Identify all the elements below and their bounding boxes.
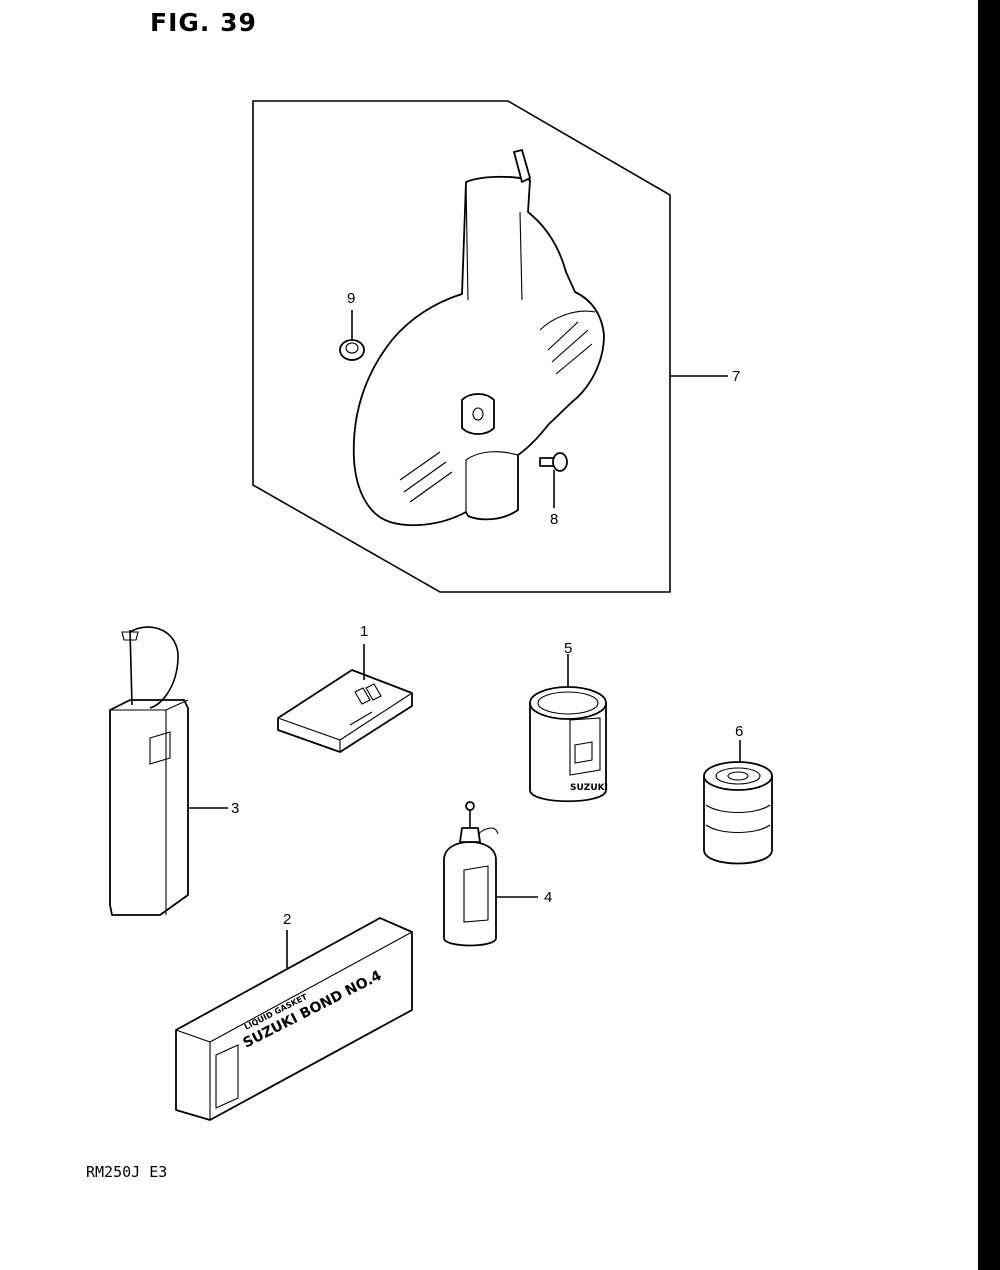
figure-title: FIG. 39 bbox=[150, 8, 257, 37]
part-tool-case bbox=[277, 644, 413, 753]
callout-6: 6 bbox=[735, 723, 743, 740]
model-code: RM250J E3 bbox=[86, 1163, 168, 1181]
page-edge-bar bbox=[978, 0, 1000, 1270]
kit-outline bbox=[252, 100, 671, 593]
callout-1: 1 bbox=[360, 623, 368, 640]
callout-2: 2 bbox=[283, 911, 291, 928]
callout-9: 9 bbox=[347, 290, 355, 307]
callout-7: 7 bbox=[732, 368, 740, 385]
callout-8: 8 bbox=[550, 511, 558, 528]
part-screw bbox=[539, 452, 568, 508]
part-container bbox=[109, 626, 228, 916]
part-can-5: SUZUKI bbox=[529, 654, 608, 803]
callout-5: 5 bbox=[564, 640, 572, 657]
part-oil-bottle bbox=[443, 801, 538, 947]
callout-4: 4 bbox=[544, 889, 552, 906]
part-cover bbox=[352, 149, 605, 527]
part-bond-box: LIQUID GASKET SUZUKI BOND NO.4 bbox=[175, 917, 413, 1121]
part-grommet bbox=[339, 310, 365, 361]
can5-brand-text: SUZUKI bbox=[570, 783, 608, 793]
callout-3: 3 bbox=[231, 800, 239, 817]
part-can-6 bbox=[703, 740, 773, 865]
